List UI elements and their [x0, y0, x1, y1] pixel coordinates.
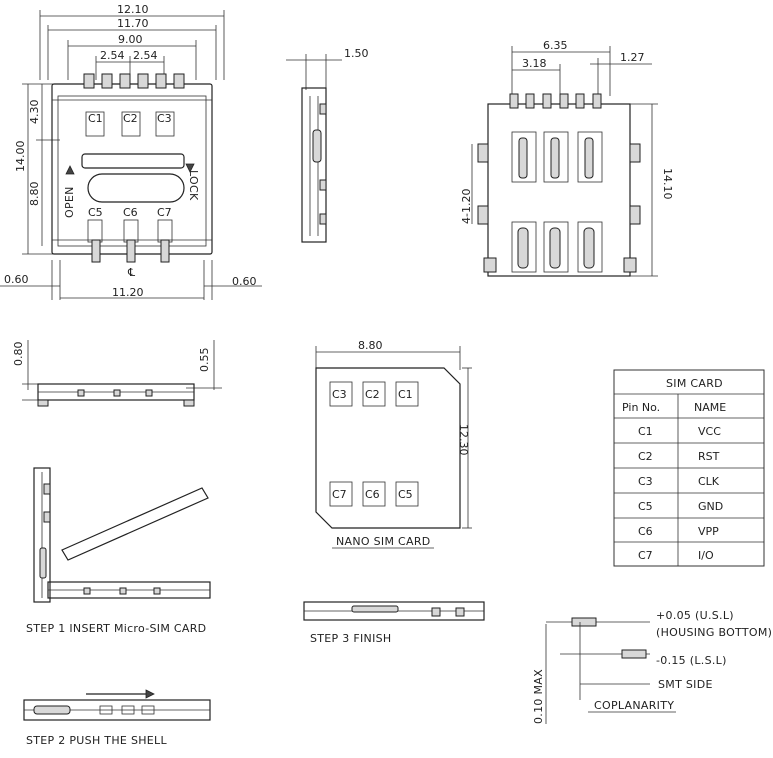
- sim-table-header-name: NAME: [694, 401, 726, 414]
- card-pin-c6: C6: [365, 488, 380, 501]
- coplanarity-max: 0.10 MAX: [532, 669, 545, 724]
- card-pin-c5: C5: [398, 488, 413, 501]
- sim-table-row-name: VPP: [698, 525, 719, 538]
- sim-table-row-pin: C1: [638, 425, 653, 438]
- dim-width-outer: 12.10: [117, 3, 149, 16]
- sim-table-row-name: GND: [698, 500, 723, 513]
- coplanarity-housing: (HOUSING BOTTOM): [656, 626, 772, 639]
- card-pin-c1: C1: [398, 388, 413, 401]
- dim-side-width: 1.50: [344, 47, 369, 60]
- push-arrow-icon: [145, 689, 155, 699]
- dim-height-total: 14.00: [14, 141, 27, 173]
- sim-table-row-pin: C5: [638, 500, 653, 513]
- sim-card-table: SIM CARD Pin No. NAME C1 VCC C2 RST C3 C…: [613, 369, 765, 567]
- top-pin-c3: C3: [157, 112, 172, 125]
- sim-table-row-pin: C6: [638, 525, 653, 538]
- sim-table-row-pin: C3: [638, 475, 653, 488]
- top-view: 12.10 11.70 9.00 2.54 2.54 14.00 4.30 8.…: [0, 3, 262, 300]
- nano-card-caption: NANO SIM CARD: [336, 535, 431, 548]
- sim-table-row-name: CLK: [698, 475, 720, 488]
- sim-table-header-pin: Pin No.: [622, 401, 660, 414]
- center-mark: ℄: [127, 266, 135, 279]
- card-pin-c2: C2: [365, 388, 380, 401]
- dim-profile-right: 0.55: [198, 348, 211, 373]
- dim-pitch-a: 2.54: [100, 49, 125, 62]
- coplanarity-lsl: -0.15 (L.S.L): [656, 654, 727, 667]
- card-pin-c3: C3: [332, 388, 347, 401]
- step3-view: STEP 3 FINISH: [303, 601, 485, 645]
- lock-arrow-icon: [185, 163, 195, 173]
- dim-pcb-span: 6.35: [543, 39, 568, 52]
- dim-pitch-b: 2.54: [133, 49, 158, 62]
- dim-profile-left: 0.80: [12, 342, 25, 367]
- dim-height-mid: 8.80: [28, 182, 41, 207]
- top-pin-c7: C7: [157, 206, 172, 219]
- dim-height-top: 4.30: [28, 100, 41, 125]
- sim-table-row-pin: C7: [638, 549, 653, 562]
- step1-label: STEP 1 INSERT Micro-SIM CARD: [26, 622, 206, 635]
- nano-sim-card: 8.80 C3 C2 C1 C7 C6 C5 12.30 NANO SIM CA…: [315, 339, 472, 549]
- open-label: OPEN: [63, 186, 76, 218]
- step3-label: STEP 3 FINISH: [310, 632, 391, 645]
- card-pin-c7: C7: [332, 488, 347, 501]
- step1-view: STEP 1 INSERT Micro-SIM CARD: [26, 467, 211, 635]
- coplanarity-title: COPLANARITY: [594, 699, 674, 712]
- top-pin-row: [83, 73, 185, 89]
- coplanarity-diagram: +0.05 (U.S.L) (HOUSING BOTTOM) -0.15 (L.…: [532, 609, 772, 724]
- open-arrow-icon: [65, 165, 75, 175]
- dim-pin-span: 9.00: [118, 33, 143, 46]
- sim-table-title: SIM CARD: [666, 377, 723, 390]
- top-pin-c5: C5: [88, 206, 103, 219]
- side-view-a: 1.50: [286, 47, 369, 243]
- pcb-footprint-view: 6.35 3.18 1.27: [460, 39, 674, 277]
- sim-table-row-name: I/O: [698, 549, 714, 562]
- dim-pcb-pad: 1.27: [620, 51, 645, 64]
- dim-card-height: 12.30: [457, 424, 470, 456]
- dim-card-width: 8.80: [358, 339, 383, 352]
- dim-width-bottom: 11.20: [112, 286, 144, 299]
- coplanarity-usl: +0.05 (U.S.L): [656, 609, 734, 622]
- dim-width-mid: 11.70: [117, 17, 149, 30]
- sim-table-row-pin: C2: [638, 450, 653, 463]
- profile-view: 0.80 0.55: [12, 340, 222, 407]
- dim-pcb-pitch: 3.18: [522, 57, 547, 70]
- dim-hole-spec: 4-1.20: [460, 189, 473, 224]
- coplanarity-smt: SMT SIDE: [658, 678, 713, 691]
- step2-view: STEP 2 PUSH THE SHELL: [23, 689, 211, 747]
- dim-pcb-height: 14.10: [661, 168, 674, 200]
- top-pin-c2: C2: [123, 112, 138, 125]
- top-pin-c1: C1: [88, 112, 103, 125]
- sim-table-row-name: VCC: [698, 425, 721, 438]
- step2-label: STEP 2 PUSH THE SHELL: [26, 734, 167, 747]
- top-pin-c6: C6: [123, 206, 138, 219]
- dim-edge-right: 0.60: [232, 275, 257, 288]
- lock-label: LOCK: [187, 170, 200, 201]
- sim-table-row-name: RST: [698, 450, 720, 463]
- dim-edge-left: 0.60: [4, 273, 29, 286]
